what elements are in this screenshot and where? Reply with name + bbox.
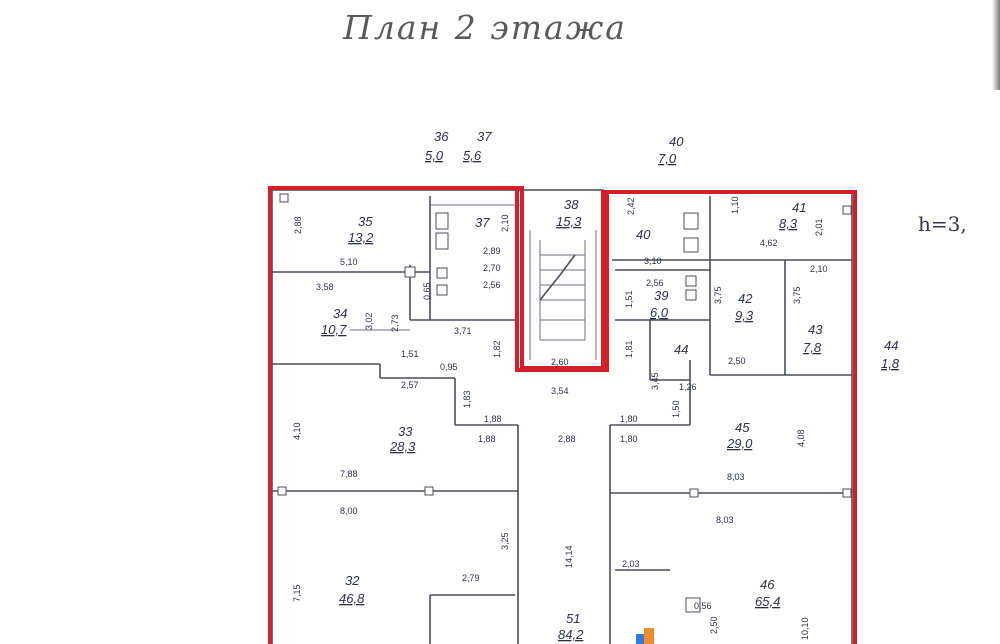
dimension-label: 2,01 <box>814 218 824 236</box>
dimension-label: 2,03 <box>622 559 640 569</box>
room-42-area: 9,3 <box>735 308 754 323</box>
dimension-label: 0,56 <box>694 601 712 611</box>
dimension-label: 3,71 <box>454 326 472 336</box>
room-34-area: 10,7 <box>321 322 347 337</box>
dimension-label: 3,10 <box>644 256 662 266</box>
dimension-label: 4,10 <box>292 422 302 440</box>
dimension-label: 10,10 <box>800 617 810 640</box>
room-41-number: 41 <box>792 200 806 215</box>
edge-shadow <box>992 0 1000 90</box>
dimension-label: 4,62 <box>760 238 778 248</box>
dimension-label: 2,50 <box>709 616 719 634</box>
dimension-label: 2,10 <box>810 264 828 274</box>
dimension-label: 7,15 <box>292 584 302 602</box>
room-32-number: 32 <box>345 573 360 588</box>
room-43-number: 43 <box>808 322 823 337</box>
dimension-label: 2,50 <box>728 356 746 366</box>
dimension-label: 2,88 <box>558 434 576 444</box>
dimension-label: 5,10 <box>340 257 358 267</box>
dimension-label: 14,14 <box>564 545 574 568</box>
dimension-label: 2,73 <box>390 314 400 332</box>
dimension-label: 3,58 <box>316 282 334 292</box>
outside-label-37-num: 37 <box>477 129 492 144</box>
room-39-area: 6,0 <box>650 305 669 320</box>
dimension-labels: 2,88 2,10 2,89 2,70 2,56 5,10 3,58 3,02 … <box>292 196 828 640</box>
room-37-number: 37 <box>475 215 490 230</box>
outside-label-40-area: 7,0 <box>658 151 677 166</box>
dimension-label: 2,57 <box>401 380 419 390</box>
room-45-area: 29,0 <box>726 436 753 451</box>
dimension-label: 2,56 <box>646 278 664 288</box>
dimension-label: 2,88 <box>293 216 303 234</box>
dimension-label: 1,88 <box>478 434 496 444</box>
room-33-number: 33 <box>398 424 413 439</box>
dimension-label: 2,70 <box>483 263 501 273</box>
room-44-number: 44 <box>674 342 688 357</box>
dimension-label: 1,81 <box>624 340 634 358</box>
dimension-label: 8,00 <box>340 506 358 516</box>
dimension-label: 0,65 <box>422 282 432 300</box>
outside-label-44-num: 44 <box>884 338 898 353</box>
dimension-label: 4,08 <box>796 429 806 447</box>
highlight-boundary <box>268 186 857 644</box>
dimension-label: 3,75 <box>713 286 723 304</box>
dimension-label: 3,54 <box>551 386 569 396</box>
dimension-label: 1,83 <box>462 390 472 408</box>
dimension-label: 1,80 <box>620 434 638 444</box>
room-35-area: 13,2 <box>348 230 374 245</box>
height-note: h=3, <box>918 212 967 236</box>
room-46-area: 65,4 <box>755 594 780 609</box>
outside-label-44-area: 1,8 <box>881 356 900 371</box>
room-42-number: 42 <box>738 291 753 306</box>
dimension-label: 8,03 <box>716 515 734 525</box>
dimension-label: 1,51 <box>401 349 419 359</box>
room-41-area: 8,3 <box>779 216 798 231</box>
room-labels: 35 13,2 37 38 15,3 40 41 8,3 34 10,7 39 … <box>321 197 823 642</box>
dimension-label: 2,79 <box>462 573 480 583</box>
dimension-label: 3,02 <box>364 312 374 330</box>
room-51-area: 84,2 <box>558 627 584 642</box>
room-38-number: 38 <box>564 197 579 212</box>
dimension-label: 2,10 <box>500 214 510 232</box>
room-35-number: 35 <box>358 214 373 229</box>
dimension-label: 2,89 <box>483 246 501 256</box>
room-32-area: 46,8 <box>339 591 365 606</box>
dimension-label: 1,82 <box>492 340 502 358</box>
dimension-label: 3,25 <box>500 532 510 550</box>
outside-label-36-area: 5,0 <box>425 148 444 163</box>
dimension-label: 2,42 <box>626 197 636 215</box>
dimension-label: 1,26 <box>679 382 697 392</box>
dimension-label: 7,88 <box>340 469 358 479</box>
dimension-label: 8,03 <box>727 472 745 482</box>
dimension-label: 3,45 <box>650 372 660 390</box>
outside-label-37-area: 5,6 <box>463 148 482 163</box>
dimension-label: 1,51 <box>624 290 634 308</box>
dimension-label: 2,56 <box>483 280 501 290</box>
room-43-area: 7,8 <box>803 340 822 355</box>
dimension-label: 2,60 <box>551 357 569 367</box>
outside-labels: 36 5,0 37 5,6 40 7,0 44 1,8 <box>425 129 900 371</box>
room-46-number: 46 <box>760 577 775 592</box>
dimension-label: 1,10 <box>730 196 740 214</box>
dimension-label: 1,80 <box>620 414 638 424</box>
dimension-label: 1,88 <box>484 414 502 424</box>
dimension-label: 3,75 <box>792 286 802 304</box>
dimension-label: 1,50 <box>671 400 681 418</box>
room-51-number: 51 <box>566 611 580 626</box>
outside-label-40-num: 40 <box>669 134 684 149</box>
outside-label-36-num: 36 <box>434 129 449 144</box>
logo-icon <box>636 628 654 644</box>
dimension-label: 0,95 <box>440 362 458 372</box>
room-38-area: 15,3 <box>556 214 582 229</box>
room-33-area: 28,3 <box>389 439 416 454</box>
room-40-number: 40 <box>636 227 651 242</box>
room-39-number: 39 <box>654 288 668 303</box>
room-34-number: 34 <box>333 306 347 321</box>
room-45-number: 45 <box>735 420 750 435</box>
plan-title: План 2 этажа <box>343 8 627 47</box>
